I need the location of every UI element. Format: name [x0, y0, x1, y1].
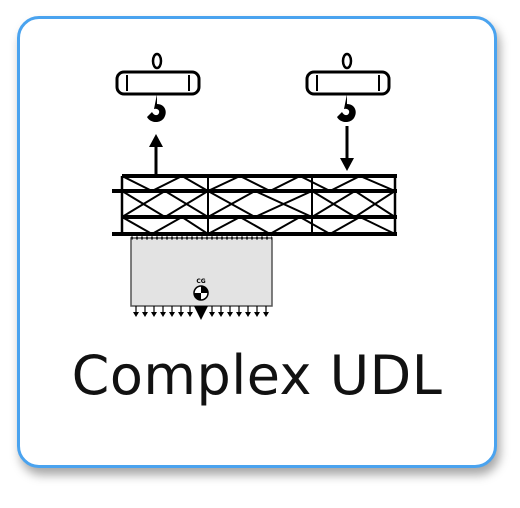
load-force-down-arrow — [340, 126, 354, 171]
lift-force-up-arrow — [149, 134, 163, 176]
truss-icon — [112, 174, 397, 236]
tile-title: Complex UDL — [71, 344, 443, 407]
complex-udl-illustration: CG — [112, 52, 397, 320]
cg-label: CG — [196, 278, 205, 285]
crane-hook-icon — [115, 52, 201, 123]
center-of-gravity-icon: CG — [193, 278, 209, 301]
crane-hook-icon — [305, 52, 391, 123]
